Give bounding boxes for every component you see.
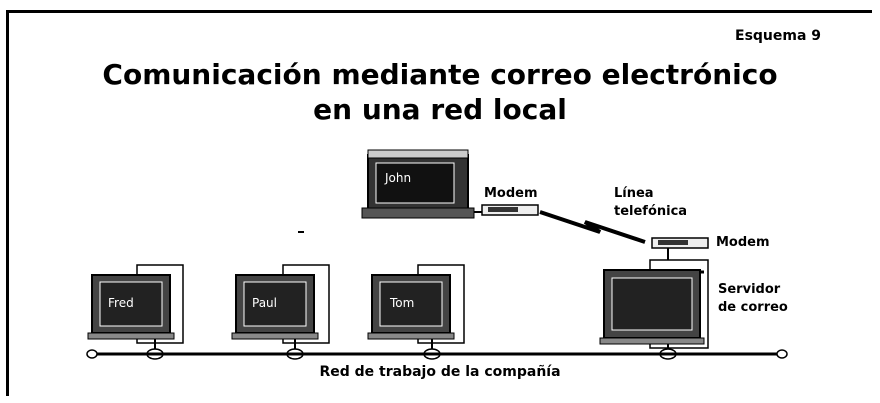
title-line-1: Comunicación mediante correo electrónico xyxy=(102,58,778,91)
title-line-2: en una red local xyxy=(313,93,567,126)
computer-tom: Tom xyxy=(367,264,465,360)
remote-computer-john: John xyxy=(361,149,475,219)
computer-name-paul: Paul xyxy=(252,296,277,310)
computer-name-john: John xyxy=(384,171,411,185)
computer-paul: Paul xyxy=(231,264,330,360)
phone-line-label-1: Línea xyxy=(614,186,654,201)
computer-fred: Fred xyxy=(87,264,184,360)
modem-john xyxy=(474,204,539,216)
scheme-label: Esquema 9 xyxy=(735,28,822,44)
server-label-1: Servidor xyxy=(718,282,781,297)
computer-name-tom: Tom xyxy=(389,296,414,310)
mail-server xyxy=(599,259,709,360)
server-label-2: de correo xyxy=(718,300,788,315)
network-bus xyxy=(86,349,788,359)
computer-name-fred: Fred xyxy=(108,296,134,310)
network-label: Red de trabajo de la compañía xyxy=(319,364,561,380)
modem-label-john: Modem xyxy=(484,186,538,201)
modem-label-server: Modem xyxy=(716,235,770,250)
phone-line-label-2: telefónica xyxy=(614,204,688,219)
diagram-frame xyxy=(6,10,872,396)
modem-server xyxy=(651,237,709,260)
telephone-line xyxy=(539,210,646,244)
